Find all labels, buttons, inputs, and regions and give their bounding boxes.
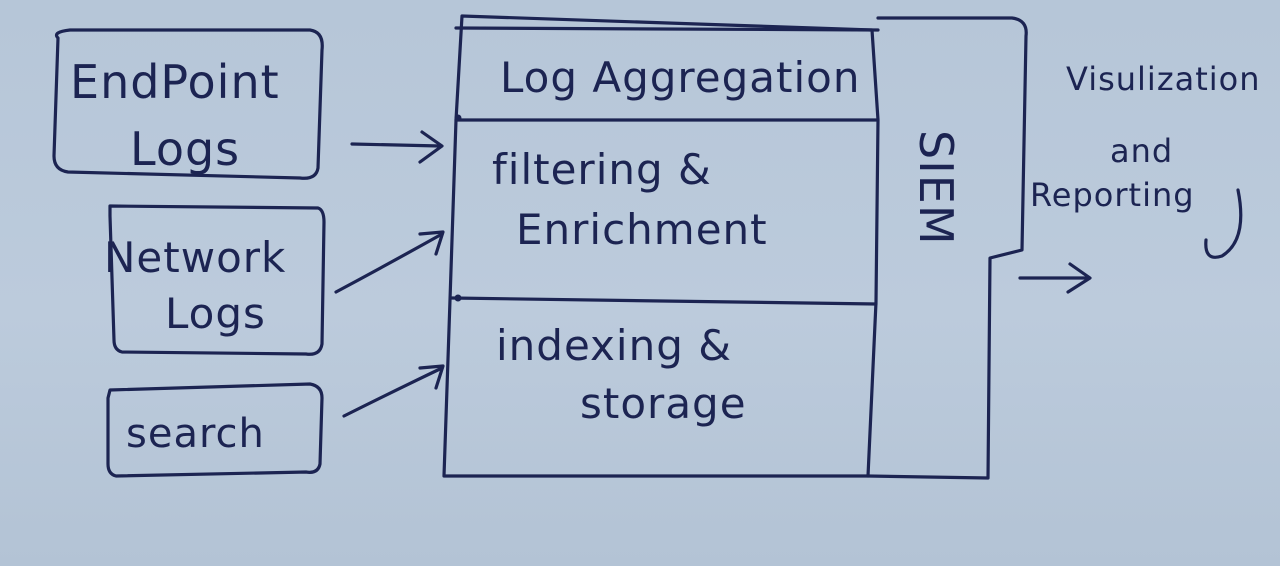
arrow-network-head	[418, 230, 445, 256]
pipeline-divider-2	[450, 296, 878, 306]
network-logs-label-line2: Logs	[165, 289, 266, 338]
arrow-endpoint-to-pipeline	[350, 142, 442, 148]
endpoint-logs-label-line2: Logs	[130, 122, 240, 176]
log-aggregation-label: Log Aggregation	[500, 53, 860, 102]
indexing-label-line2: storage	[580, 379, 747, 428]
endpoint-logs-box	[52, 28, 324, 180]
filtering-label-line1: filtering &	[492, 145, 712, 194]
output-label-line2: and	[1110, 132, 1173, 170]
output-label-line3: Reporting	[1030, 176, 1195, 214]
network-logs-label-line1: Network	[104, 233, 286, 282]
arrow-search-to-pipeline	[342, 366, 444, 418]
arrow-search-head	[418, 364, 445, 390]
aggregation-inner-box	[454, 26, 880, 32]
indexing-label-line1: indexing &	[496, 321, 732, 370]
search-label: search	[126, 411, 265, 457]
arrow-endpoint-head	[418, 130, 444, 164]
network-logs-box	[108, 204, 326, 356]
arrow-network-to-pipeline	[334, 232, 444, 294]
output-label-line1: Visulization	[1066, 60, 1261, 98]
endpoint-logs-label-line1: EndPoint	[70, 55, 280, 109]
siem-block	[866, 16, 1028, 480]
output-g-tail	[1204, 188, 1243, 259]
arrow-output-head	[1066, 262, 1092, 294]
siem-label: SIEM	[909, 130, 963, 246]
ink-dot	[454, 294, 462, 302]
search-box	[106, 382, 324, 478]
ink-dot	[454, 114, 462, 122]
filtering-label-line2: Enrichment	[516, 205, 768, 254]
